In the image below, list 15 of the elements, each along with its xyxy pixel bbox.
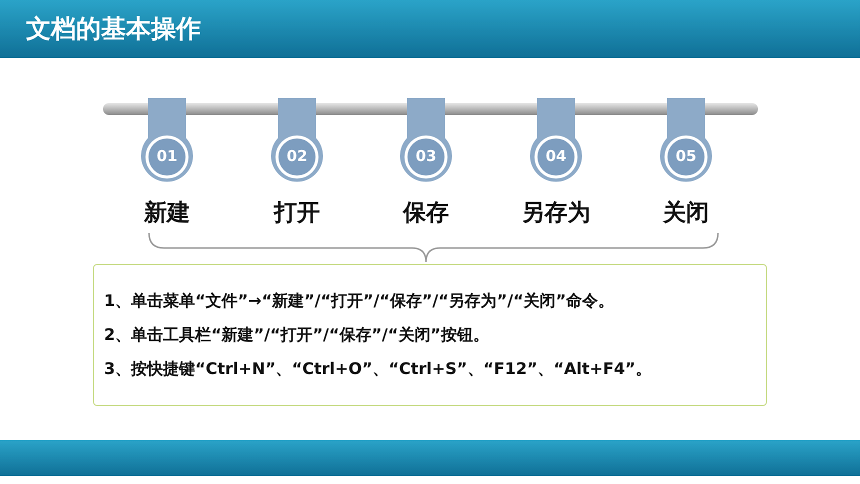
step-label: 关闭 [662, 199, 710, 228]
numbered-tab: 01 [140, 98, 194, 184]
instruction-line: 2、单击工具栏“新建”/“打开”/“保存”/“关闭”按钮。 [104, 325, 489, 346]
title: 文档的基本操作 [26, 13, 201, 45]
step-label: 打开 [272, 199, 321, 228]
instruction-line: 1、单击菜单“文件”→“新建”/“打开”/“保存”/“另存为”/“关闭”命令。 [104, 291, 614, 312]
numbered-tab: 05 [659, 98, 713, 184]
step-label: 新建 [142, 199, 191, 228]
numbered-tab: 04 [529, 98, 583, 184]
text-panel [93, 264, 767, 406]
numbered-tab: 03 [399, 98, 453, 184]
step-label: 另存为 [520, 199, 592, 228]
step-label: 保存 [402, 199, 450, 228]
numbered-tab: 02 [270, 98, 324, 184]
instruction-line: 3、按快捷键“Ctrl+N”、“Ctrl+O”、“Ctrl+S”、“F12”、“Alt+F4”。 [104, 359, 652, 380]
